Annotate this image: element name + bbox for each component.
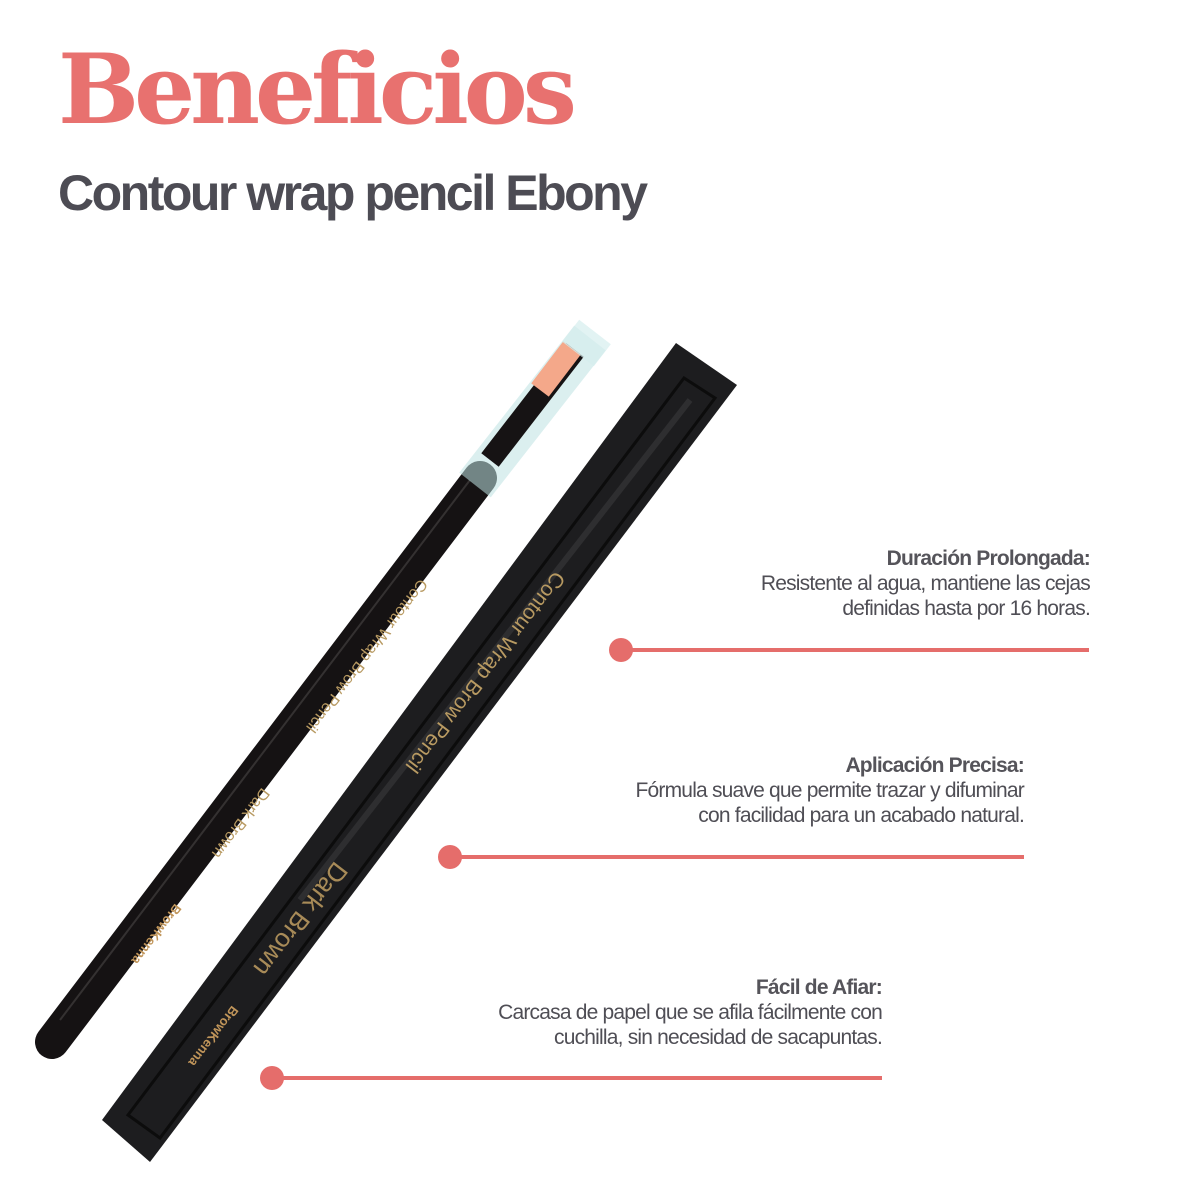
callout-line: [620, 648, 1089, 652]
benefit-text: definidas hasta por 16 horas.: [842, 597, 1090, 620]
pencil-tip: [531, 341, 581, 397]
callout-line: [272, 1076, 882, 1080]
benefit-text: Fórmula suave que permite trazar y difum…: [635, 779, 1025, 802]
benefit-precision: Aplicación Precisa: Fórmula suave que pe…: [635, 753, 1025, 828]
benefit-text: con facilidad para un acabado natural.: [698, 804, 1025, 827]
pencil-box: Contour Wrap Brow Pencil Dark Brown Brow…: [102, 343, 737, 1162]
benefit-text: Resistente al agua, mantiene las cejas: [760, 572, 1091, 595]
page-title: Beneficios: [58, 33, 577, 146]
benefit-title: Duración Prolongada:: [886, 547, 1091, 570]
benefit-duration: Duración Prolongada: Resistente al agua,…: [760, 546, 1091, 621]
benefit-title: Aplicación Precisa:: [845, 754, 1024, 777]
pencil: Contour Wrap Brow Pencil Dark Brown Brow…: [35, 319, 611, 1059]
product-subtitle: Contour wrap pencil Ebony: [58, 165, 648, 221]
benefit-text: cuchilla, sin necesidad de sacapuntas.: [554, 1026, 883, 1049]
callout-line: [450, 855, 1024, 859]
box-label: Contour Wrap Brow Pencil: [401, 567, 570, 777]
benefit-text: Carcasa de papel que se afila fácilmente…: [498, 1001, 883, 1024]
benefit-sharpen: Fácil de Afiar: Carcasa de papel que se …: [498, 975, 883, 1050]
benefit-title: Fácil de Afiar:: [755, 976, 883, 999]
